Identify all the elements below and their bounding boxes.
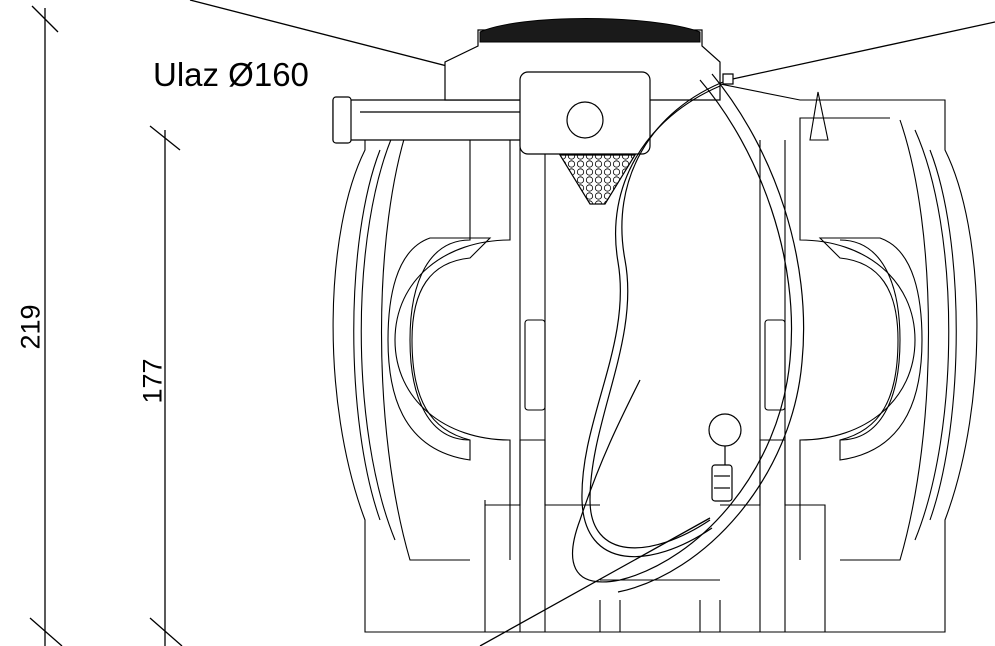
dimension-219-label: 219 [15,304,46,350]
lid [480,19,700,43]
dimension-177-label: 177 [137,358,168,404]
hose [573,74,804,592]
inspection-neck [445,30,720,204]
tank-body [333,80,977,632]
dimension-177 [150,126,182,646]
float-switch [709,414,741,501]
dimension-219 [30,6,62,646]
inlet-pipe [333,97,543,143]
cable-connector [723,74,733,84]
inlet-label: Ulaz Ø160 [153,56,309,93]
